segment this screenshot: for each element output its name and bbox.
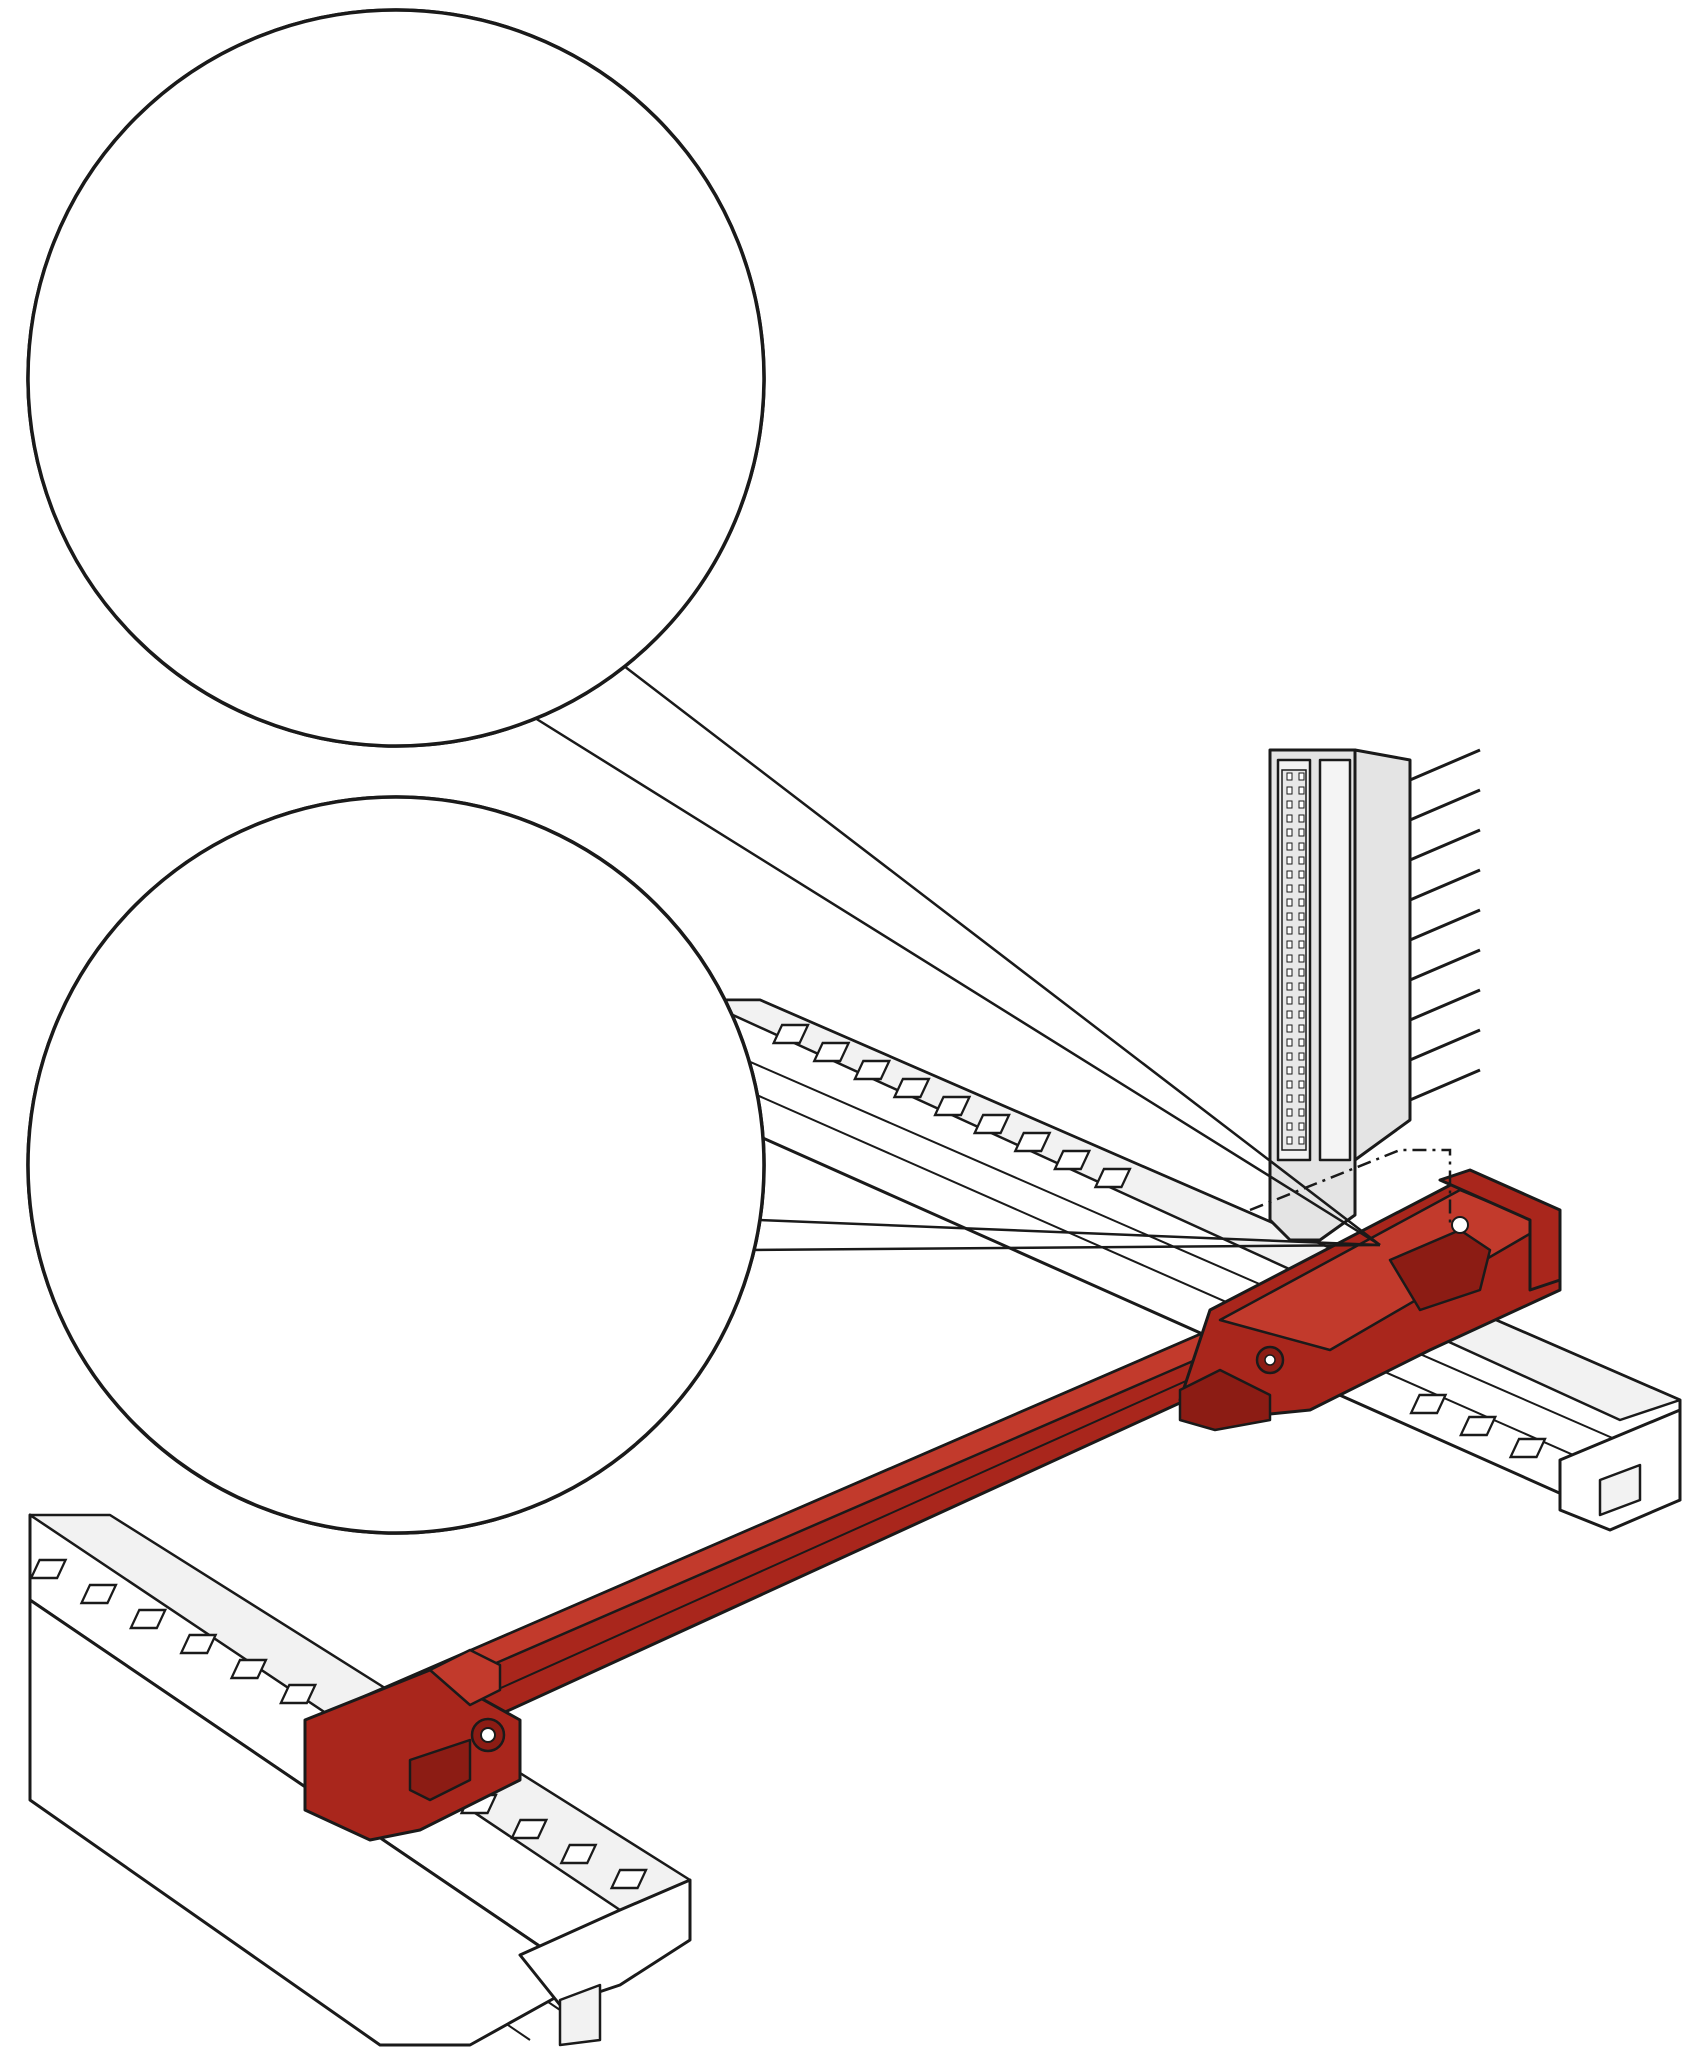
main-assembly bbox=[28, 639, 1682, 2047]
rail-slots-front bbox=[29, 1558, 648, 1890]
ejector-lever bbox=[1178, 1148, 1562, 1432]
detail-view-middle bbox=[26, 795, 766, 1535]
pcb-card bbox=[1268, 748, 1481, 1242]
rail-slots-rear bbox=[771, 1023, 1547, 1459]
detail-leader-lines bbox=[534, 639, 1381, 1252]
card-contact-pins bbox=[1409, 748, 1481, 1102]
detail-view-top bbox=[26, 8, 766, 748]
